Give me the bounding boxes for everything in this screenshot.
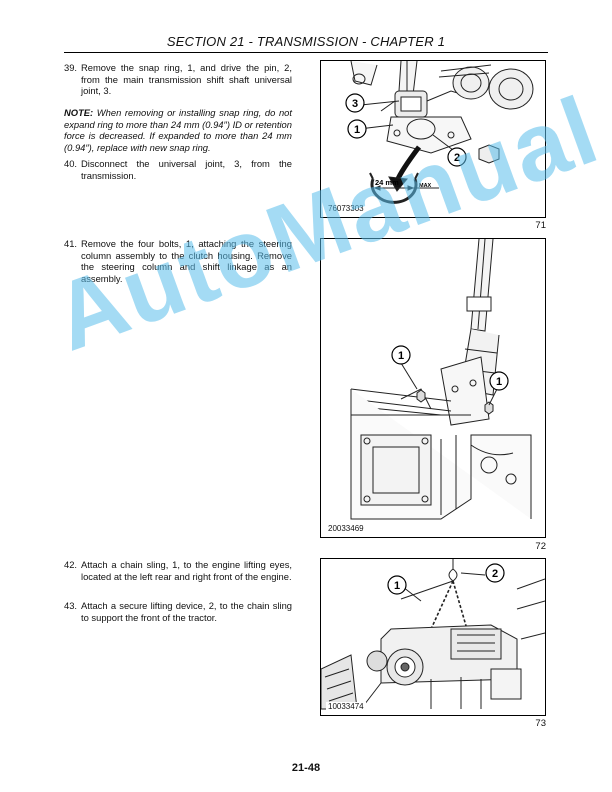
figure-number: 71 [535,220,546,231]
note-label: NOTE: [64,107,94,118]
step-42: 42. Attach a chain sling, 1, to the engi… [64,559,292,582]
step-number: 42. [64,559,78,570]
step-41: 41. Remove the four bolts, 1, attaching … [64,238,292,284]
section-header: SECTION 21 - TRANSMISSION - CHAPTER 1 [166,34,446,49]
callout-2-label: 2 [492,568,498,580]
step-text: Remove the four bolts, 1, attaching the … [81,238,292,284]
figure-73-illustration: 1 2 [321,559,545,710]
max-label: MAX [419,183,432,189]
figure-code: 76073303 [326,204,366,213]
callout-1-left-label: 1 [398,350,404,362]
page-number: 21-48 [291,762,321,774]
step-43: 43. Attach a secure lifting device, 2, t… [64,600,292,623]
callout-2: 2 [485,563,505,583]
figure-72-illustration: 1 1 [350,239,532,520]
step-39: 39. Remove the snap ring, 1, and drive t… [64,62,292,97]
callout-1: 1 [347,119,367,139]
step-text: Disconnect the universal joint, 3, from … [81,158,292,181]
figure-71-illustration: 3 1 2 24 mm MAX [345,61,534,204]
step-number: 43. [64,600,78,611]
callout-1-right: 1 [489,371,509,391]
step-text: Attach a chain sling, 1, to the engine l… [81,559,292,582]
callout-3: 3 [345,93,365,113]
callout-1-label: 1 [394,580,400,592]
note-text: When removing or installing snap ring, d… [64,107,293,153]
callout-1-right-label: 1 [496,376,502,388]
callout-1: 1 [387,575,407,595]
callout-3-label: 3 [352,98,358,110]
note-paragraph: NOTE: When removing or installing snap r… [64,107,292,153]
step-text: Attach a secure lifting device, 2, to th… [81,600,292,623]
step-40: 40. Disconnect the universal joint, 3, f… [64,158,292,181]
step-number: 39. [64,62,78,73]
dimension-label: 24 mm [375,178,399,187]
step-text: Remove the snap ring, 1, and drive the p… [81,62,292,97]
callout-1-left: 1 [391,345,411,365]
step-number: 41. [64,238,78,249]
callout-2: 2 [447,147,467,167]
figure-code: 10033474 [326,702,366,711]
figure-71: 3 1 2 24 mm MAX 76073303 [320,60,546,218]
callout-2-label: 2 [454,152,460,164]
callout-1-label: 1 [354,124,360,136]
header-rule [64,52,548,53]
figure-number: 72 [535,541,546,552]
figure-number: 73 [535,718,546,729]
figure-73: 1 2 10033474 [320,558,546,716]
figure-code: 20033469 [326,524,366,533]
step-number: 40. [64,158,78,169]
figure-72: 1 1 20033469 [320,238,546,538]
